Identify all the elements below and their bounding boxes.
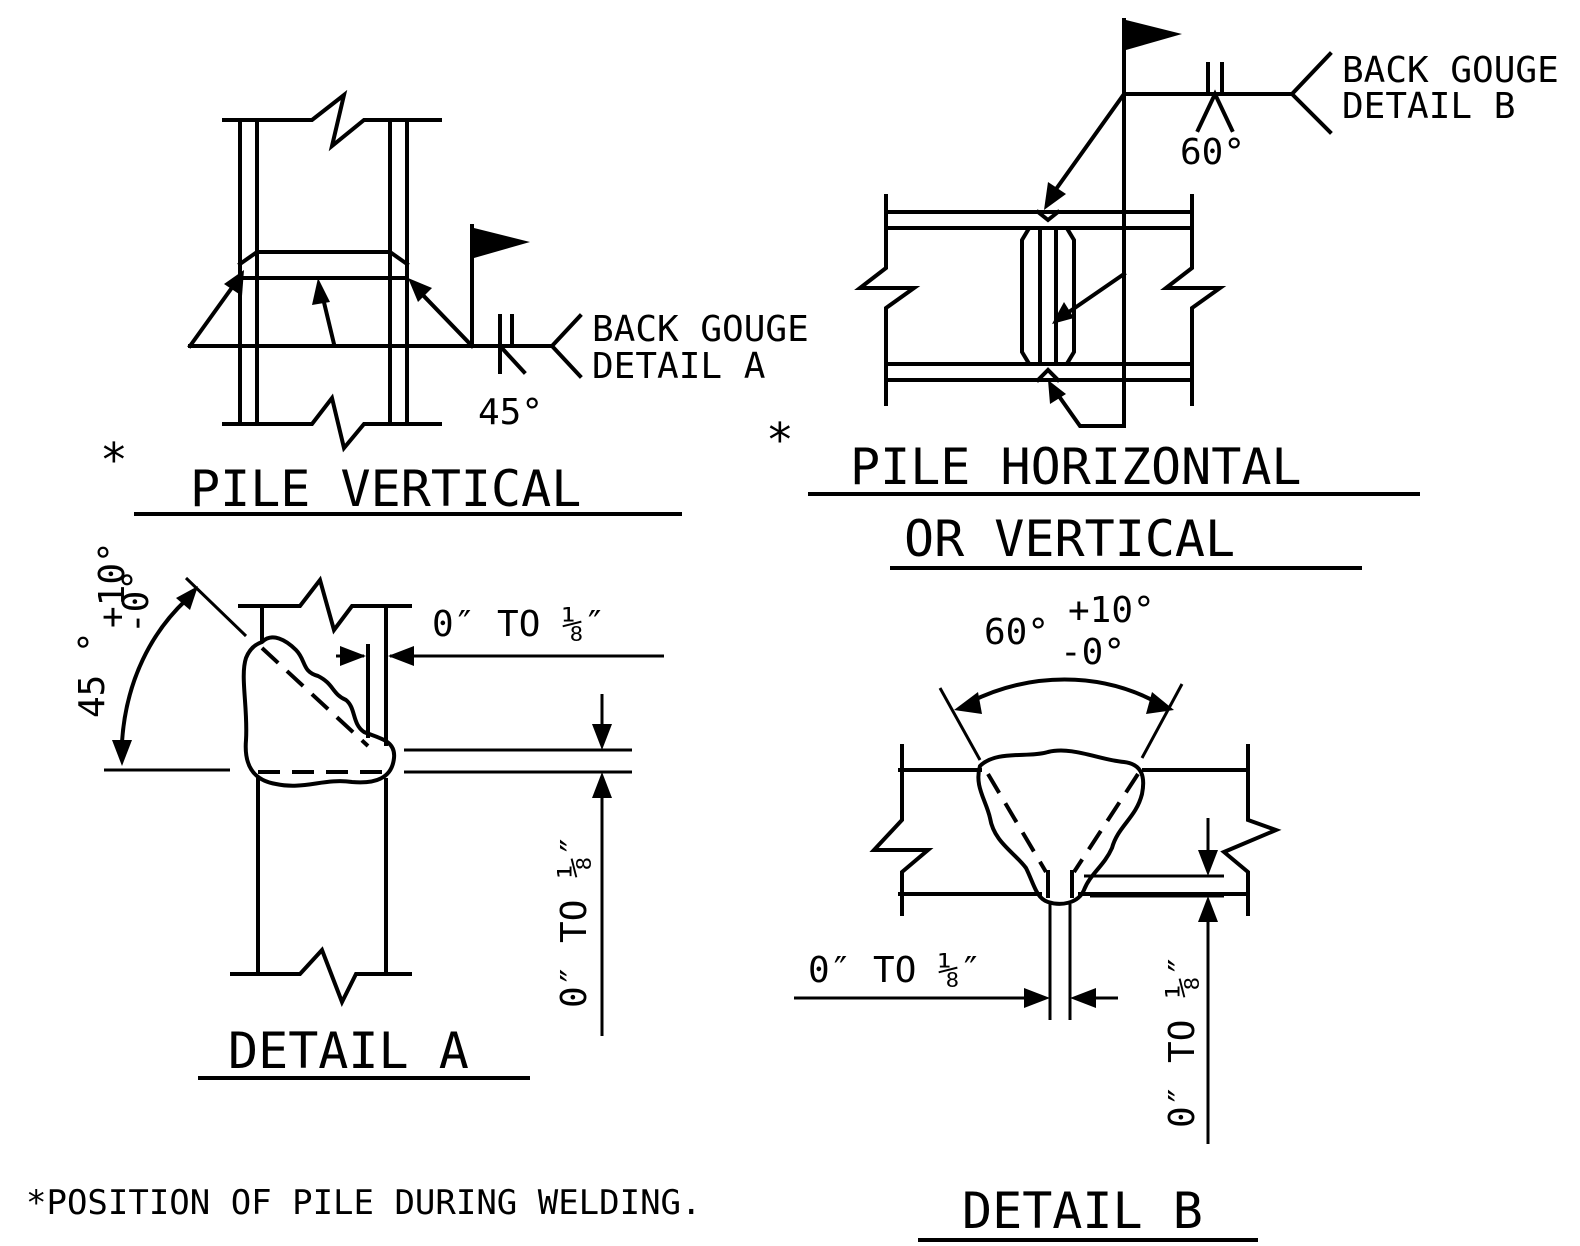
detail-b (794, 677, 1282, 1144)
ph-right-break (1160, 194, 1227, 406)
pv-arrowhead-right (408, 278, 432, 302)
da-angle-dim: 45 ° (72, 631, 113, 718)
db-root-dim: 0″ TO ⅛″ (1162, 955, 1203, 1128)
da-bevel-dashed (260, 646, 370, 748)
ph-splice-right (1065, 227, 1076, 365)
pv-arrowhead-left (224, 270, 244, 296)
db-angle-ext-left (938, 687, 982, 761)
ph-arrowhead-mid (1052, 302, 1074, 324)
da-gap-dim: 0″ TO ⅛″ (432, 604, 605, 645)
detail-a (104, 575, 664, 1036)
da-title: DETAIL A (228, 1022, 469, 1080)
da-gap-arrowhead-left (340, 646, 366, 666)
db-gap-arrowhead-left (1024, 988, 1050, 1008)
db-angle-tol-minus: -0° (1060, 632, 1125, 673)
pv-arrowhead-center (312, 278, 330, 305)
da-angle-extension (184, 576, 248, 638)
pile-horizontal-view (854, 18, 1333, 428)
ph-v-groove (1195, 89, 1235, 133)
da-weld-bead (241, 635, 397, 788)
db-right-break (1220, 744, 1282, 916)
pile-vertical-view (187, 89, 583, 453)
ph-arrow-mid (1063, 271, 1127, 317)
ph-note-line2: DETAIL B (1342, 86, 1515, 127)
da-root-dim: 0″ TO ⅛″ (554, 835, 595, 1008)
da-top-break (238, 575, 412, 635)
db-groove-dashed-right (1072, 772, 1140, 874)
pv-bevel-leg2 (497, 343, 527, 375)
da-angle-arrowhead-top (176, 586, 198, 610)
db-root-arrowhead-bottom (1198, 896, 1218, 922)
db-angle-arc (967, 677, 1159, 705)
da-angle-arc (119, 597, 189, 745)
ph-splice-left (1020, 227, 1031, 365)
ph-field-weld-flag (1126, 20, 1182, 50)
db-root-arrowhead-top (1198, 850, 1218, 876)
ph-position-mark: * (766, 413, 794, 467)
db-left-break (869, 744, 934, 916)
pv-bottom-break (222, 393, 442, 453)
pv-note-line2: DETAIL A (592, 346, 766, 387)
db-angle-arrowhead-right (1146, 692, 1174, 714)
db-groove-dashed-left (986, 772, 1048, 874)
pv-arrow-left (187, 279, 239, 349)
ph-title-line1: PILE HORIZONTAL (850, 438, 1302, 496)
ph-arrow-main (1051, 91, 1127, 195)
ph-left-break (854, 194, 921, 406)
footnote: *POSITION OF PILE DURING WELDING. (26, 1183, 702, 1223)
da-angle-tol-plus: +10° (92, 541, 133, 628)
ph-tail (1289, 51, 1333, 135)
pv-splice-bevel (237, 250, 410, 267)
db-angle-arrowhead-left (954, 692, 982, 714)
db-gap-dim: 0″ TO ⅛″ (808, 950, 981, 991)
pv-angle-label: 45° (478, 392, 543, 433)
ph-arrowhead-bottom (1048, 380, 1066, 404)
da-bottom-break (230, 946, 412, 1007)
da-root-arrowhead-top (592, 724, 612, 750)
ph-angle-label: 60° (1180, 132, 1245, 173)
ph-top-groove (1035, 209, 1061, 223)
ph-note-line1: BACK GOUGE (1342, 50, 1559, 91)
db-angle-dim: 60° (984, 612, 1049, 653)
da-gap-arrowhead-right (388, 646, 414, 666)
pv-title: PILE VERTICAL (190, 460, 581, 518)
pv-note-line1: BACK GOUGE (592, 309, 809, 350)
pv-field-weld-flag (474, 228, 530, 258)
db-angle-ext-right (1140, 683, 1184, 759)
ph-title-line2: OR VERTICAL (904, 510, 1235, 568)
pv-top-break (222, 89, 442, 152)
pv-position-mark: * (100, 433, 128, 487)
ph-arrow-bottom (1053, 389, 1126, 428)
db-angle-tol-plus: +10° (1068, 590, 1155, 631)
pv-arrow-right (415, 287, 475, 349)
ph-arrowhead-main (1044, 182, 1066, 210)
pv-tail (549, 313, 583, 379)
db-weld-bead (976, 748, 1146, 906)
da-root-arrowhead-bottom (592, 772, 612, 798)
da-angle-tol-minus: -0° (116, 569, 157, 634)
ph-bottom-groove (1035, 367, 1061, 383)
db-gap-arrowhead-right (1070, 988, 1096, 1008)
db-title: DETAIL B (962, 1182, 1203, 1240)
da-angle-arrowhead-bottom (112, 740, 132, 766)
